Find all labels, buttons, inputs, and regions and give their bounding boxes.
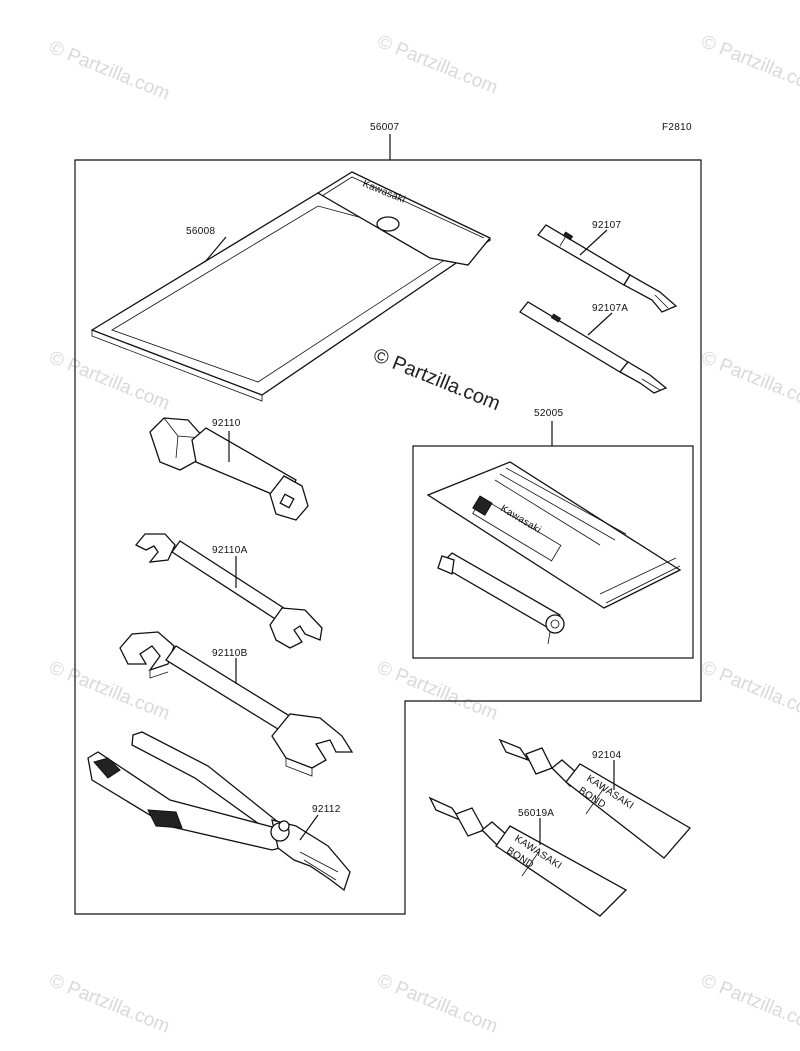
snap-button-icon: [376, 216, 400, 232]
watermark: © Partzilla.com: [374, 657, 501, 724]
part-label-56008[interactable]: 56008: [186, 226, 215, 237]
open-end-wrench-large[interactable]: [119, 631, 354, 777]
repair-kit-box: [412, 445, 694, 659]
watermark: © Partzilla.com: [374, 970, 501, 1037]
watermark: © Partzilla.com: [698, 970, 800, 1037]
part-label-56019A[interactable]: 56019A: [518, 808, 554, 819]
leader-line: [204, 236, 227, 263]
part-label-92110[interactable]: 92110: [212, 418, 241, 429]
center-watermark: © Partzilla.com: [370, 344, 503, 415]
watermark: © Partzilla.com: [698, 657, 800, 724]
part-label-92104[interactable]: 92104: [592, 750, 621, 761]
box-wrench[interactable]: [149, 417, 309, 521]
watermark: © Partzilla.com: [698, 31, 800, 98]
part-label-92110A[interactable]: 92110A: [212, 545, 248, 556]
figure-code: F2810: [662, 122, 692, 133]
tool-pouch[interactable]: Kawasaki: [90, 171, 492, 402]
kawasaki-logo-icon: [472, 495, 493, 516]
leader-line: [299, 814, 319, 841]
watermark: © Partzilla.com: [46, 970, 173, 1037]
watermark: © Partzilla.com: [46, 347, 173, 414]
watermark: © Partzilla.com: [46, 37, 173, 104]
kit-frame: [74, 159, 702, 915]
part-label-92107[interactable]: 92107: [592, 220, 621, 231]
leader-line: [579, 229, 608, 256]
screwdriver-bit-92107[interactable]: [537, 224, 678, 313]
part-label-92112[interactable]: 92112: [312, 804, 341, 815]
open-end-wrench-small[interactable]: [134, 533, 323, 649]
watermark: © Partzilla.com: [698, 347, 800, 414]
tire-reamer[interactable]: [437, 552, 565, 645]
screwdriver-bit-92107a[interactable]: [519, 301, 668, 394]
part-label-52005[interactable]: 52005: [534, 408, 563, 419]
leader-line: [587, 312, 613, 336]
repair-kit-packet[interactable]: Kawasaki: [426, 461, 682, 609]
pliers[interactable]: [87, 731, 351, 892]
part-label-92107A[interactable]: 92107A: [592, 303, 628, 314]
part-label-56007[interactable]: 56007: [370, 122, 399, 133]
watermark: © Partzilla.com: [374, 31, 501, 98]
part-label-92110B[interactable]: 92110B: [212, 648, 248, 659]
